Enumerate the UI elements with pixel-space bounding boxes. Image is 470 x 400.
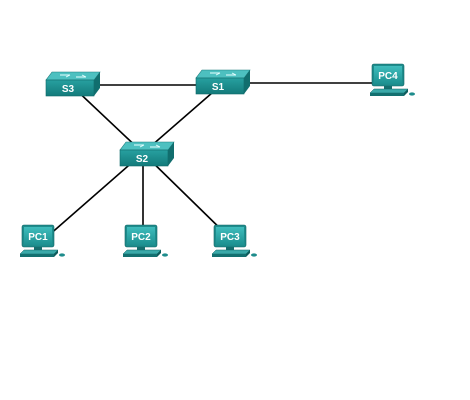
switch-s2[interactable]: S2: [119, 141, 175, 167]
pc-pc4[interactable]: PC4: [369, 63, 415, 96]
switch-s1[interactable]: S1: [195, 69, 251, 95]
pc-pc1[interactable]: PC1: [19, 224, 65, 257]
pc-label: PC2: [131, 232, 151, 243]
switch-icon: [119, 141, 175, 167]
pc-label: PC1: [28, 232, 48, 243]
pc-pc3[interactable]: PC3: [211, 224, 257, 257]
pc-icon: [369, 63, 415, 96]
links-layer: [39, 82, 388, 244]
pc-pc2[interactable]: PC2: [122, 224, 168, 257]
switch-icon: [45, 71, 101, 97]
switch-label: S1: [212, 82, 225, 93]
pc-icon: [19, 224, 65, 257]
switch-icon: [195, 69, 251, 95]
pc-label: PC4: [378, 71, 398, 82]
pc-icon: [211, 224, 257, 257]
switch-label: S3: [62, 84, 75, 95]
switch-s3[interactable]: S3: [45, 71, 101, 97]
pc-icon: [122, 224, 168, 257]
switch-label: S2: [136, 154, 149, 165]
pc-label: PC3: [220, 232, 240, 243]
link-s2-pc1: [39, 152, 144, 244]
